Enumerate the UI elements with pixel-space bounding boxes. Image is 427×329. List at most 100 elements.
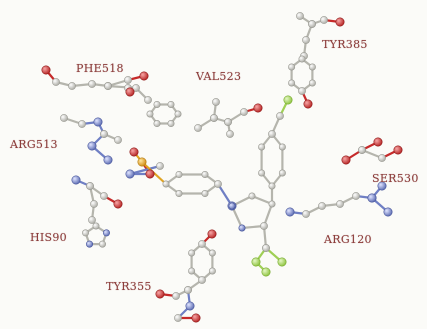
ligand-cf3b-atom (262, 244, 270, 252)
his90-ring-atom (98, 240, 106, 248)
arg120b-atom (367, 193, 377, 203)
ligand-pyrazole-atom (248, 192, 256, 200)
phe518-ring-atom (153, 100, 161, 108)
ligand-ring-a-atom (201, 170, 209, 178)
phe518-atom (68, 82, 76, 90)
his90-ring-atom (92, 222, 100, 230)
tyr355-atom (207, 229, 217, 239)
atom-layer (41, 12, 403, 323)
ligand-cf3-atom (261, 267, 271, 277)
tyr355b-atom (172, 292, 180, 300)
phe518b-atom (139, 71, 149, 81)
ligand-pyrazole-bond (262, 202, 274, 228)
val523-atom (253, 103, 263, 113)
tyr355-ring-atom (208, 249, 216, 257)
phe518-ring-atom (167, 120, 175, 128)
phe518-atom (52, 78, 60, 86)
val523c-atom (226, 130, 234, 138)
residue-label-phe518: PHE518 (76, 62, 124, 75)
residue-label-his90: HIS90 (30, 231, 67, 244)
phe518-atom (88, 80, 96, 88)
tyr385-ring-atom (288, 79, 296, 87)
tyr355-ring-atom (188, 267, 196, 275)
tyr385-ring-atom (288, 63, 296, 71)
arg120b-atom (377, 181, 387, 191)
residue-label-arg513: ARG513 (10, 138, 58, 151)
ser530b-atom (358, 146, 366, 154)
residue-label-tyr385: TYR385 (322, 38, 368, 51)
his90-ring-atom (82, 229, 90, 237)
ligand-tolyl-f-atom (268, 130, 276, 138)
tyr385c-atom (298, 87, 306, 95)
his90b-atom (88, 216, 96, 224)
ligand-sulfonyl-atom (129, 147, 139, 157)
tyr355c-atom (184, 286, 192, 294)
ligand-cf3-atom (251, 257, 261, 267)
his90b-atom (90, 200, 98, 208)
ser530b-atom (393, 145, 403, 155)
phe518b-atom (124, 76, 132, 84)
val523-atom (194, 124, 202, 132)
his90-atom (100, 192, 108, 200)
ligand-cf3-atom (260, 222, 268, 230)
tyr385-ring-atom (308, 63, 316, 71)
his90-atom (113, 199, 123, 209)
residue-label-tyr355: TYR355 (106, 280, 152, 293)
ligand-sulfonyl-atom (156, 162, 164, 170)
ligand-sulfonyl-bond (128, 164, 162, 176)
ligand-pyrazole-atom (228, 202, 236, 210)
arg513b-atom (114, 136, 122, 144)
arg513-atom (93, 117, 103, 127)
tyr355c-atom (191, 313, 201, 323)
ligand-ring-a-atom (162, 180, 170, 188)
ser530-atom (341, 155, 351, 165)
tyr385-atom (296, 12, 304, 20)
phe518c-atom (144, 96, 152, 104)
ligand-sulfonyl-atom (125, 169, 135, 179)
phe518-ring-atom (174, 110, 182, 118)
ligand-ring-b-atom (258, 169, 266, 177)
arg120-atom (336, 200, 344, 208)
tyr385-atom (320, 16, 328, 24)
ligand-pyrazole-link-atom (214, 180, 222, 188)
his90b-atom (86, 182, 94, 190)
arg120-atom (318, 202, 326, 210)
arg120-atom (285, 207, 295, 217)
tyr385-ring-atom (298, 55, 306, 63)
tyr385b-atom (308, 20, 316, 28)
arg513-atom (87, 141, 97, 151)
phe518-ring-atom (167, 100, 175, 108)
arg513-atom (60, 114, 68, 122)
phe518c-atom (132, 84, 140, 92)
arg120-atom (383, 207, 393, 217)
val523-atom (240, 108, 248, 116)
ligand-cf3b-atom (277, 257, 287, 267)
tyr355-ring-atom (188, 249, 196, 257)
ligand-pyrazole-atom (238, 224, 246, 232)
val523b-atom (210, 114, 218, 122)
arg513-atom (103, 155, 113, 165)
ligand-sulfonyl-atom (145, 169, 155, 179)
arg513-atom (78, 120, 86, 128)
ligand-ring-a-atom (175, 170, 183, 178)
ligand-sulfonyl-atom (137, 157, 147, 167)
tyr355b-atom (198, 276, 206, 284)
phe518c-atom (104, 82, 112, 90)
tyr355-ring-atom (208, 267, 216, 275)
tyr385c-atom (303, 99, 313, 109)
residue-label-val523: VAL523 (196, 70, 242, 83)
ligand-ring-a-atom (201, 190, 209, 198)
his90-ring-atom (86, 240, 94, 248)
ser530-atom (373, 137, 383, 147)
ser530b-atom (378, 154, 386, 162)
ligand-tolyl-f-atom (283, 95, 293, 105)
tyr385-atom (335, 17, 345, 27)
his90-ring-atom (102, 229, 110, 237)
arg120-atom (352, 192, 360, 200)
arg120-atom (302, 210, 310, 218)
ligand-ring-b-atom (278, 169, 286, 177)
ligand-ring-b-atom (258, 143, 266, 151)
tyr355-atom (198, 240, 206, 248)
